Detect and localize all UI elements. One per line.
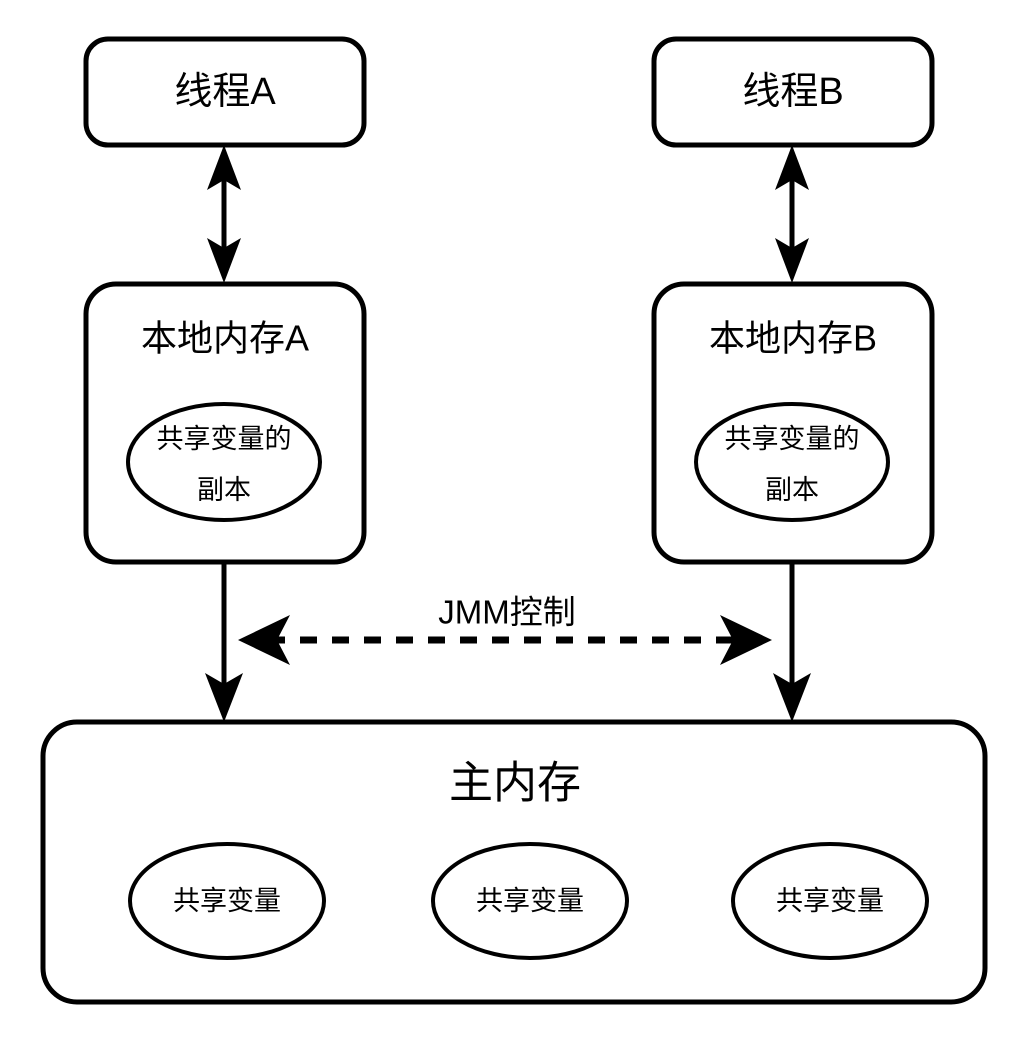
arrow-head-left-icon: [238, 615, 290, 665]
shared-variable-1-ellipse[interactable]: [128, 842, 326, 960]
arrow-head-down-icon: [207, 238, 241, 283]
shared-variable-node[interactable]: 共享变量: [731, 842, 929, 960]
thread-a-label: 线程A: [174, 71, 276, 113]
local-memory-a-label: 本地内存A: [141, 318, 309, 359]
shared-variable-3-label: 共享变量: [776, 886, 884, 916]
local-memory-b-label: 本地内存B: [709, 318, 877, 359]
node-thread-a[interactable]: 线程A: [83, 36, 367, 148]
thread-b-box[interactable]: [651, 36, 935, 148]
arrow-head-up-icon: [207, 145, 241, 190]
local-memory-a-copy-ellipse: [126, 402, 322, 522]
connector-local-b-to-main: [773, 562, 811, 722]
shared-variable-node[interactable]: 共享变量: [431, 842, 629, 960]
thread-a-box[interactable]: [83, 36, 367, 148]
local-memory-b-copy-ellipse: [694, 402, 890, 522]
local-memory-b-copy-line2: 副本: [765, 475, 819, 505]
node-main-memory[interactable]: 主内存 共享变量 共享变量 共享变量: [40, 719, 988, 1005]
shared-variable-1-label: 共享变量: [173, 886, 281, 916]
jmm-control-label-backdrop: [418, 596, 596, 632]
shared-variable-2-ellipse[interactable]: [431, 842, 629, 960]
connector-thread-b-to-local-b: [775, 145, 809, 283]
shared-variable-2-label: 共享变量: [476, 886, 584, 916]
main-memory-label: 主内存: [449, 759, 581, 808]
node-local-memory-a[interactable]: 本地内存A 共享变量的 副本: [83, 281, 367, 565]
local-memory-b-copy-line1: 共享变量的: [725, 424, 860, 454]
shared-variable-3-ellipse[interactable]: [731, 842, 929, 960]
jmm-control-label: JMM控制: [438, 594, 575, 631]
connector-thread-a-to-local-a: [207, 145, 241, 283]
arrow-head-down-icon: [775, 238, 809, 283]
arrow-head-up-icon: [775, 145, 809, 190]
arrow-head-down-icon: [205, 673, 243, 722]
connector-local-a-to-main: [205, 562, 243, 722]
arrow-head-down-icon: [773, 673, 811, 722]
node-thread-b[interactable]: 线程B: [651, 36, 935, 148]
node-local-memory-b[interactable]: 本地内存B 共享变量的 副本: [651, 281, 935, 565]
arrow-head-right-icon: [720, 615, 772, 665]
local-memory-a-copy-line2: 副本: [197, 475, 251, 505]
shared-variable-node[interactable]: 共享变量: [128, 842, 326, 960]
jmm-control-connector: JMM控制: [238, 594, 772, 665]
local-memory-a-copy-line1: 共享变量的: [157, 424, 292, 454]
thread-b-label: 线程B: [742, 71, 843, 113]
